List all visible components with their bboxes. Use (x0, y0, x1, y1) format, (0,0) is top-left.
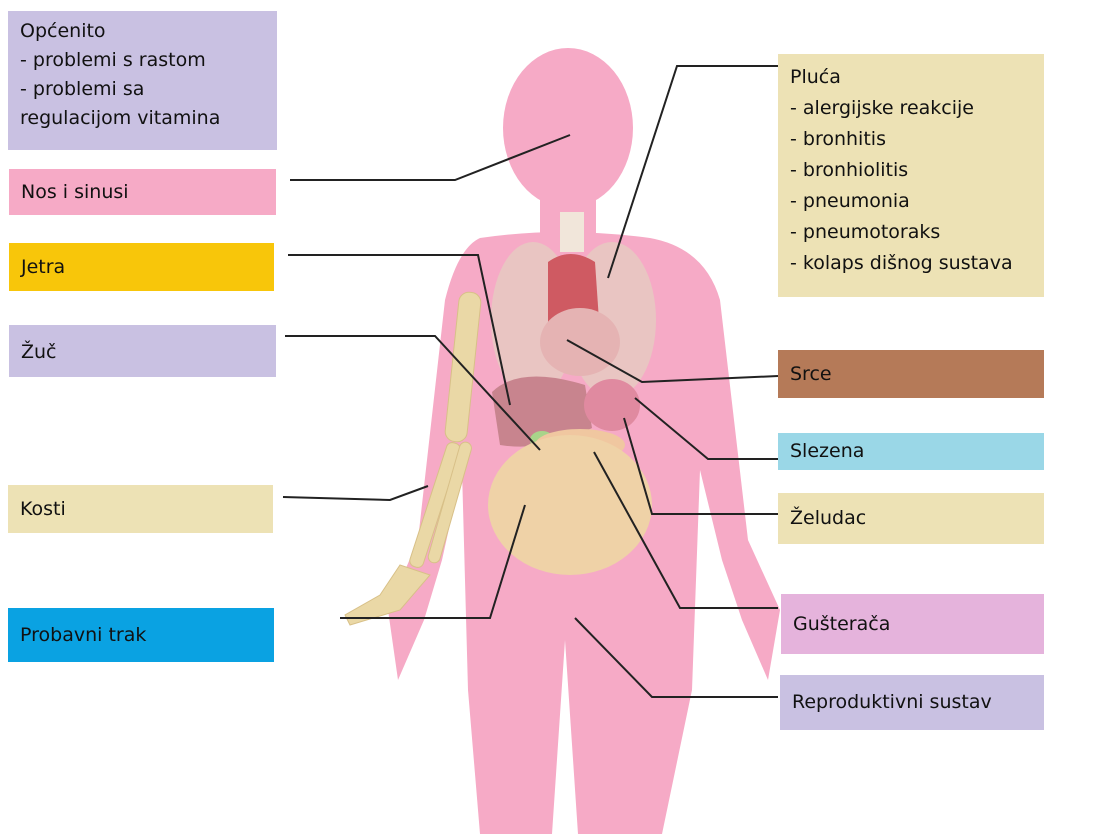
label-general: Općenito - problemi s rastom - problemi … (8, 11, 277, 150)
stomach-text: Želudac (790, 505, 866, 532)
lungs-item-pneumonia: - pneumonia (790, 186, 1032, 217)
spleen-text: Slezena (790, 438, 864, 465)
general-item-regulation-2: regulacijom vitamina (20, 104, 265, 133)
liver-text: Jetra (21, 254, 65, 281)
label-spleen: Slezena (778, 433, 1044, 470)
heart-text: Srce (790, 361, 832, 388)
digestive-text: Probavni trak (20, 622, 146, 649)
label-bones: Kosti (8, 485, 273, 533)
label-heart: Srce (778, 350, 1044, 398)
nose-text: Nos i sinusi (21, 179, 129, 206)
label-pancreas: Gušterača (781, 594, 1044, 654)
bile-text: Žuč (21, 339, 264, 366)
leader-bones (283, 486, 428, 500)
label-stomach: Želudac (778, 493, 1044, 544)
arm-bones (345, 291, 482, 625)
lungs-item-allergic: - alergijske reakcije (790, 93, 1032, 124)
label-liver: Jetra (9, 243, 274, 291)
general-item-regulation-1: - problemi sa (20, 75, 265, 104)
lungs-title: Pluća (790, 62, 1032, 93)
general-title: Općenito (20, 17, 265, 46)
label-lungs: Pluća - alergijske reakcije - bronhitis … (778, 54, 1044, 297)
label-bile: Žuč (9, 325, 276, 377)
label-digestive: Probavni trak (8, 608, 274, 662)
label-nose: Nos i sinusi (9, 169, 276, 215)
bones-text: Kosti (20, 496, 66, 523)
lungs-item-collapse: - kolaps dišnog sustava (790, 248, 1032, 279)
label-reproductive: Reproduktivni sustav (780, 675, 1044, 730)
general-item-growth: - problemi s rastom (20, 46, 265, 75)
lungs-item-pneumothorax: - pneumotoraks (790, 217, 1032, 248)
lungs-item-bronchiolitis: - bronhiolitis (790, 155, 1032, 186)
reproductive-text: Reproduktivni sustav (792, 689, 992, 716)
pancreas-text: Gušterača (793, 611, 890, 638)
lungs-item-bronchitis: - bronhitis (790, 124, 1032, 155)
